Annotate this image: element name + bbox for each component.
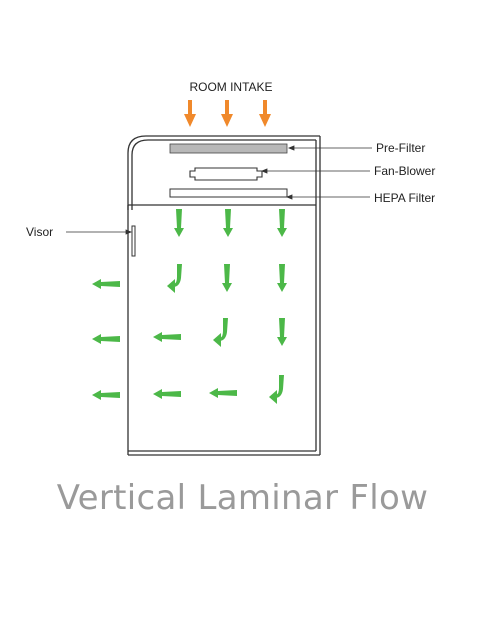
room-intake-label: ROOM INTAKE xyxy=(189,80,272,94)
diagram-caption: Vertical Laminar Flow xyxy=(56,478,429,518)
hepa-filter xyxy=(169,188,288,198)
airflow-down-arrow-icon xyxy=(277,318,287,346)
fan-blower xyxy=(189,167,263,181)
cabinet xyxy=(127,135,321,456)
arrowhead-icon xyxy=(125,229,133,235)
cabinet-top-outer xyxy=(127,135,320,210)
airflow-left-arrow-icon xyxy=(92,334,120,344)
airflow-down-arrow-icon xyxy=(223,209,233,237)
airflow-down-arrow-icon xyxy=(277,209,287,237)
hepa-filter-label: HEPA Filter xyxy=(374,191,435,205)
airflow-curved-arrow-icon xyxy=(269,375,284,404)
airflow-left-arrow-icon xyxy=(92,390,120,400)
visor xyxy=(131,225,136,257)
intake-arrow-icon xyxy=(221,100,233,127)
intake-arrow-icon xyxy=(259,100,271,127)
airflow-left-arrow-icon xyxy=(153,332,181,342)
airflow-down-arrow-icon xyxy=(277,264,287,292)
arrowhead-icon xyxy=(287,145,295,151)
airflow-curved-arrow-icon xyxy=(167,264,182,293)
pre-filter-label: Pre-Filter xyxy=(376,141,425,155)
intake-arrow-icon xyxy=(184,100,196,127)
airflow-left-arrow-icon xyxy=(209,388,237,398)
airflow-down-arrow-icon xyxy=(222,264,232,292)
cabinet-top-inner xyxy=(131,139,316,210)
visor-label: Visor xyxy=(26,225,53,239)
intake-arrows xyxy=(184,100,271,127)
airflow-left-arrow-icon xyxy=(92,279,120,289)
airflow-down-arrow-icon xyxy=(174,209,184,237)
arrowhead-icon xyxy=(260,168,268,174)
airflow-arrows xyxy=(92,209,287,404)
pre-filter xyxy=(169,143,288,154)
arrowhead-icon xyxy=(285,194,293,200)
airflow-curved-arrow-icon xyxy=(213,318,228,347)
leader-lines xyxy=(66,145,372,235)
airflow-left-arrow-icon xyxy=(153,389,181,399)
fan-blower-label: Fan-Blower xyxy=(374,164,435,178)
